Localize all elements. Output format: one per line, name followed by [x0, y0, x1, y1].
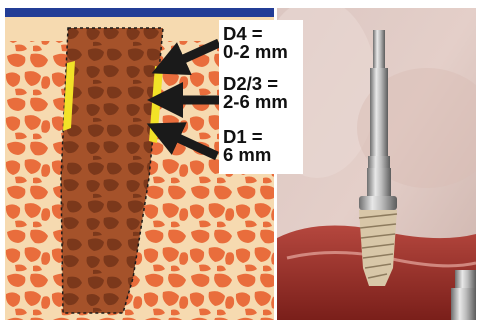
label-d1-line2: 6 mm	[223, 146, 271, 164]
label-d2-3: D2/3 = 2-6 mm	[223, 75, 288, 111]
label-d1: D1 = 6 mm	[223, 128, 271, 164]
photo-svg	[277, 8, 476, 320]
top-band	[5, 8, 274, 17]
implant-mount	[370, 68, 388, 158]
second-implant	[451, 288, 476, 320]
clinical-photo	[277, 8, 476, 320]
label-d4-line2: 0-2 mm	[223, 43, 288, 61]
driver-shaft	[373, 30, 385, 70]
label-d4: D4 = 0-2 mm	[223, 25, 288, 61]
label-d2-3-line2: 2-6 mm	[223, 93, 288, 111]
